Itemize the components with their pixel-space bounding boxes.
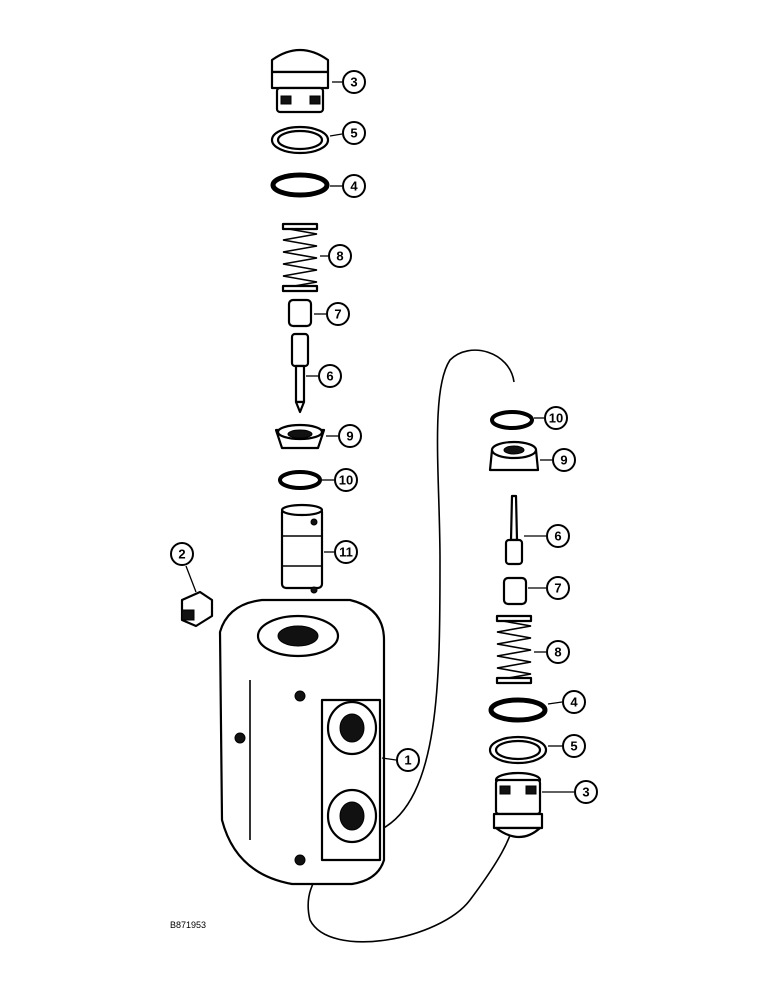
svg-text:7: 7: [334, 307, 341, 322]
svg-text:10: 10: [339, 473, 353, 488]
callout-2: 2: [170, 542, 194, 566]
callout-11: 11: [334, 540, 358, 564]
part-7-spring-seat-lower: [502, 576, 528, 606]
svg-text:2: 2: [178, 547, 185, 562]
callout-7-upper: 7: [326, 302, 350, 326]
callout-leaders: [185, 81, 574, 793]
callout-5-upper: 5: [342, 121, 366, 145]
callout-1: 1: [396, 748, 420, 772]
part-2-plug: [180, 590, 214, 628]
assembly-loop-line: [307, 349, 516, 943]
svg-text:9: 9: [346, 429, 353, 444]
part-1-valve-body: [218, 598, 386, 886]
callout-8-upper: 8: [328, 244, 352, 268]
svg-text:8: 8: [336, 249, 343, 264]
callout-8-lower: 8: [546, 640, 570, 664]
callout-5-lower: 5: [562, 734, 586, 758]
part-7-spring-seat-upper: [287, 298, 313, 328]
part-6-poppet-upper: [290, 332, 310, 414]
callout-3-upper: 3: [342, 70, 366, 94]
svg-text:1: 1: [404, 753, 411, 768]
figure-code: B871953: [170, 920, 206, 930]
part-3-plug-lower: [492, 771, 544, 839]
svg-text:4: 4: [570, 695, 578, 710]
callout-6-lower: 6: [546, 524, 570, 548]
part-3-plug-upper: [270, 49, 330, 114]
part-8-spring-lower: [495, 614, 533, 685]
svg-text:8: 8: [554, 645, 561, 660]
svg-text:3: 3: [350, 75, 357, 90]
part-4-o-ring-upper: [270, 172, 330, 198]
part-9-seat-lower: [488, 440, 540, 472]
svg-text:6: 6: [554, 529, 561, 544]
svg-text:11: 11: [339, 545, 353, 560]
callout-4-upper: 4: [342, 174, 366, 198]
svg-text:5: 5: [350, 126, 357, 141]
part-9-seat-upper: [274, 423, 326, 450]
part-6-poppet-lower: [504, 494, 524, 566]
callout-7-lower: 7: [546, 576, 570, 600]
callout-9-upper: 9: [338, 424, 362, 448]
part-10-o-ring-upper: [278, 470, 322, 490]
svg-text:6: 6: [326, 369, 333, 384]
svg-text:9: 9: [560, 453, 567, 468]
svg-text:7: 7: [554, 581, 561, 596]
svg-text:3: 3: [582, 785, 589, 800]
svg-text:5: 5: [570, 739, 577, 754]
part-4-o-ring-lower: [488, 697, 548, 723]
part-10-o-ring-lower: [490, 410, 534, 430]
callout-10-lower: 10: [544, 406, 568, 430]
callout-4-lower: 4: [562, 690, 586, 714]
svg-text:4: 4: [350, 179, 358, 194]
callout-6-upper: 6: [318, 364, 342, 388]
part-8-spring-upper: [281, 222, 319, 293]
part-11-sleeve: [280, 503, 324, 594]
svg-text:10: 10: [549, 411, 563, 426]
callout-9-lower: 9: [552, 448, 576, 472]
callout-10-upper: 10: [334, 468, 358, 492]
callout-3-lower: 3: [574, 780, 598, 804]
